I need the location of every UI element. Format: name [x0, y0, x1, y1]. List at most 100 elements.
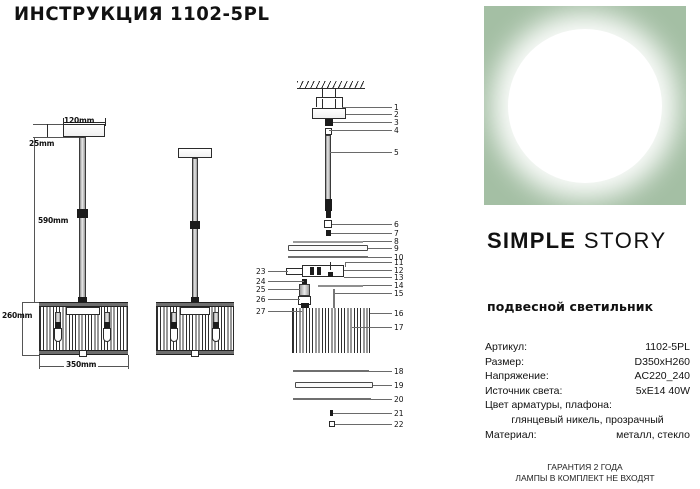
part-bar-9	[288, 245, 368, 251]
leader-line	[268, 289, 300, 290]
terminal-pin	[330, 262, 331, 270]
dim-ext-line	[33, 124, 63, 125]
leader-line	[368, 248, 392, 249]
spec-row: Напряжение: AC220_240	[485, 369, 690, 384]
connector-left	[286, 268, 303, 275]
part-bar-10	[288, 256, 368, 258]
spec-color-value: глянцевый никель, прозрачный	[511, 413, 664, 426]
part-nut	[326, 230, 331, 236]
terminal-base	[328, 272, 333, 277]
bulb-outline	[54, 328, 62, 342]
leader-line	[333, 413, 392, 414]
rod-coupler	[325, 199, 332, 211]
canopy-plate	[63, 124, 105, 137]
spec-key: Напряжение:	[485, 370, 549, 383]
leader-elbow	[345, 262, 346, 267]
leader-line	[346, 114, 392, 115]
glass-shade	[292, 308, 370, 353]
leader-line	[342, 107, 392, 108]
dim-line	[47, 124, 48, 137]
leader-line	[333, 122, 392, 123]
spec-row: Материал: металл, стекло	[485, 428, 690, 443]
leader-line	[268, 299, 300, 300]
brand-wordmark: SIMPLE STORY	[487, 228, 667, 254]
leader-line	[329, 130, 392, 131]
callout-14: 14	[394, 281, 404, 290]
brand-light-text: STORY	[583, 228, 667, 253]
shade-bottom-finial	[191, 350, 199, 357]
rod-coupler	[190, 221, 200, 229]
callout-24: 24	[256, 277, 266, 286]
callout-1: 1	[394, 103, 399, 112]
leader-line	[330, 152, 392, 153]
lamp-socket	[171, 322, 177, 328]
leader-line	[363, 285, 392, 286]
dim-ext-line	[39, 355, 40, 369]
mounting-screw	[322, 88, 323, 97]
lamp-frame	[180, 307, 210, 315]
part-washer	[324, 220, 332, 228]
suspension-rod	[79, 137, 86, 302]
callout-10: 10	[394, 253, 404, 262]
callout-25: 25	[256, 285, 266, 294]
lamp-socket	[213, 322, 219, 328]
callout-15: 15	[394, 289, 404, 298]
specifications-table: Артикул: 1102-5PL Размер: D350xH260 Напр…	[485, 340, 690, 442]
callout-7: 7	[394, 229, 399, 238]
callout-27: 27	[256, 307, 266, 316]
callout-23: 23	[256, 267, 266, 276]
spec-value: AC220_240	[634, 370, 690, 383]
page-title: ИНСТРУКЦИЯ 1102-5PL	[14, 3, 270, 25]
part-23-piece	[302, 279, 307, 284]
spec-value: металл, стекло	[616, 428, 690, 441]
callout-19: 19	[394, 381, 404, 390]
leader-line	[332, 224, 392, 225]
part-bar-19	[295, 382, 373, 388]
callout-8: 8	[394, 237, 399, 246]
brand-bold-text: SIMPLE	[487, 228, 577, 253]
spec-key: Размер:	[485, 355, 525, 368]
spec-value: D350xH260	[634, 355, 690, 368]
spec-row: Артикул: 1102-5PL	[485, 340, 690, 355]
rod-tip	[326, 211, 331, 218]
dim-25mm: 25mm	[29, 139, 55, 148]
spec-key: Артикул:	[485, 341, 528, 353]
spec-value: 1102-5PL	[645, 341, 690, 353]
leader-line	[345, 262, 392, 263]
leader-line	[335, 293, 392, 294]
callout-5: 5	[394, 148, 399, 157]
leader-line	[368, 257, 392, 258]
shade-top-ring	[156, 302, 234, 307]
callout-20: 20	[394, 395, 404, 404]
product-type: подвесной светильник	[487, 299, 654, 314]
ceiling-hatch	[297, 81, 365, 88]
suspension-rod	[325, 135, 331, 207]
spec-color-label: Цвет арматуры, плафона:	[485, 399, 612, 412]
rod-lower-joint	[191, 297, 199, 303]
dim-120mm: 120mm	[64, 116, 95, 125]
leader-line	[370, 313, 392, 314]
spec-row: Размер: D350xH260	[485, 355, 690, 370]
base-plate	[312, 108, 346, 119]
callout-11: 11	[394, 258, 404, 267]
screw-shaft	[322, 99, 323, 108]
circle-logo-icon	[508, 28, 662, 183]
part-bar-14	[318, 285, 363, 287]
rod-lower-joint	[78, 297, 87, 304]
leader-line	[268, 311, 302, 312]
part-bar-20	[293, 398, 371, 400]
spec-row: Источник света: 5xE14 40W	[485, 384, 690, 399]
callout-16: 16	[394, 309, 404, 318]
part-21-piece	[330, 410, 333, 416]
footer-notes: ГАРАНТИЯ 2 ГОДА ЛАМПЫ В КОМПЛЕКТ НЕ ВХОД…	[470, 462, 700, 484]
dim-ext-line	[22, 302, 39, 303]
suspension-rod	[192, 158, 198, 302]
leader-line	[268, 271, 288, 272]
part-22-piece	[329, 421, 335, 427]
bulb-outline	[170, 328, 178, 342]
callout-3: 3	[394, 118, 399, 127]
dim-260mm: 260mm	[2, 311, 33, 320]
logo-tile	[484, 6, 686, 205]
socket-contact	[301, 303, 309, 309]
